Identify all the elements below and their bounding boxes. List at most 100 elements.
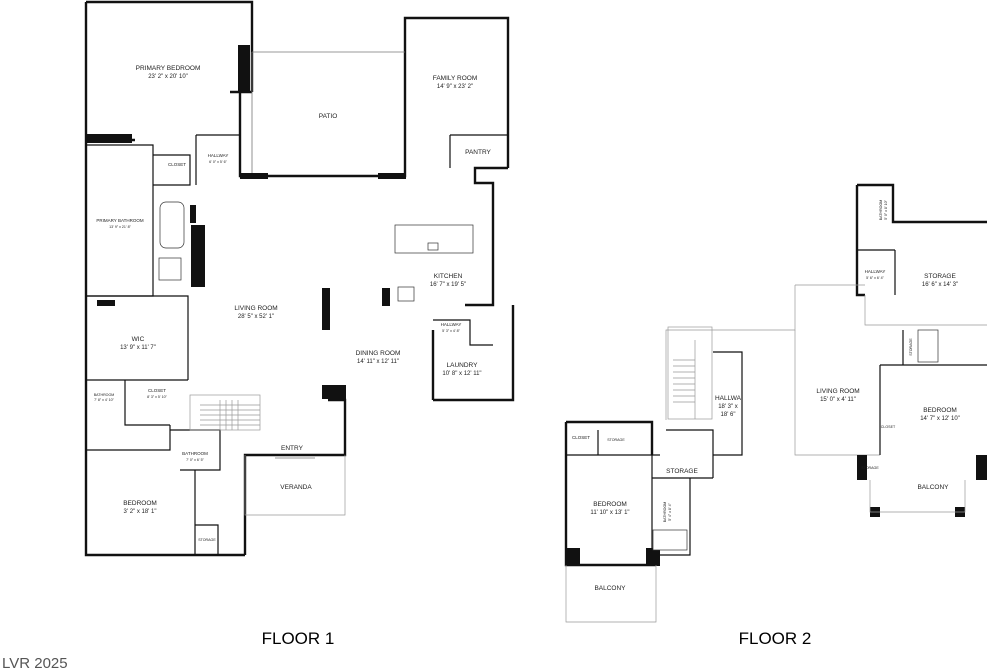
room-primary-bathroom: PRIMARY BATHROOM 13' 9" x 21' 8": [96, 218, 144, 229]
svg-text:PRIMARY BEDROOM: PRIMARY BEDROOM: [136, 65, 201, 72]
svg-text:BATHROOM: BATHROOM: [663, 502, 667, 523]
room-storage: STORAGE: [198, 538, 216, 542]
svg-text:BEDROOM: BEDROOM: [123, 500, 157, 507]
svg-text:15' 0" x 4' 11": 15' 0" x 4' 11": [820, 397, 856, 403]
svg-text:LIVING ROOM: LIVING ROOM: [234, 305, 277, 312]
room-bedroom-left: BEDROOM 11' 10" x 13' 1": [590, 501, 629, 516]
wall: [433, 305, 515, 402]
floor-1-plan: PRIMARY BEDROOM 23' 2" x 20' 10" PATIO F…: [84, 0, 515, 557]
wall-block: [646, 548, 660, 566]
room-bedroom-right: BEDROOM 14' 7" x 12' 10": [920, 407, 960, 422]
wall-block: [378, 173, 406, 179]
svg-text:BEDROOM: BEDROOM: [923, 407, 957, 414]
wall: [864, 295, 987, 326]
room-bathroom-lower: BATHROOM 7' 0" x 6' 5": [182, 451, 208, 462]
svg-text:10' 8" x 12' 11": 10' 8" x 12' 11": [442, 371, 481, 377]
wall: [86, 295, 189, 380]
shower: [158, 257, 182, 281]
svg-text:FAMILY ROOM: FAMILY ROOM: [433, 75, 478, 82]
svg-text:23' 2" x 20' 10": 23' 2" x 20' 10": [148, 74, 188, 80]
column: [382, 288, 390, 306]
room-balcony-right: BALCONY: [917, 484, 949, 491]
room-living-room: LIVING ROOM 28' 5" x 52' 1": [234, 305, 277, 320]
svg-text:14' 9" x 23' 2": 14' 9" x 23' 2": [437, 84, 473, 90]
fireplace: [191, 225, 205, 287]
wall: [651, 455, 691, 556]
wall-block: [240, 173, 268, 179]
column: [322, 288, 330, 330]
wall: [465, 166, 508, 307]
svg-text:LIVING ROOM: LIVING ROOM: [816, 388, 859, 395]
svg-text:8' 3" x 5' 10": 8' 3" x 5' 10": [147, 395, 167, 399]
room-primary-bedroom: PRIMARY BEDROOM 23' 2" x 20' 10": [136, 65, 201, 80]
room-kitchen: KITCHEN 16' 7" x 19' 5": [430, 273, 466, 288]
svg-text:WIC: WIC: [132, 336, 145, 343]
svg-text:18' 3" x: 18' 3" x: [718, 404, 738, 410]
room-storage-right: STORAGE: [861, 466, 879, 470]
svg-text:14' 7" x 12' 10": 14' 7" x 12' 10": [920, 416, 960, 422]
svg-text:HALLWA: HALLWA: [715, 395, 742, 402]
wall-block: [190, 205, 196, 223]
svg-text:5' 3" x 4' 8": 5' 3" x 4' 8": [442, 329, 460, 333]
svg-text:28' 5" x 52' 1": 28' 5" x 52' 1": [238, 314, 274, 320]
svg-text:LAUNDRY: LAUNDRY: [447, 362, 479, 369]
svg-text:PRIMARY BATHROOM: PRIMARY BATHROOM: [96, 218, 144, 223]
svg-text:BATHROOM: BATHROOM: [879, 200, 883, 221]
room-closet-left: CLOSET: [572, 435, 590, 440]
svg-text:5' 6" x 6' 4": 5' 6" x 6' 4": [866, 276, 884, 280]
wall: [794, 330, 880, 456]
svg-text:STORAGE: STORAGE: [924, 273, 956, 280]
wall: [153, 154, 191, 186]
room-laundry: LAUNDRY 10' 8" x 12' 11": [442, 362, 481, 377]
svg-text:5' 0" x 8' 10": 5' 0" x 8' 10": [884, 199, 888, 219]
svg-text:HALLWAY: HALLWAY: [208, 153, 229, 158]
room-wic: WIC 13' 9" x 11' 7": [120, 336, 156, 351]
appliance: [397, 286, 415, 302]
svg-text:BEDROOM: BEDROOM: [593, 501, 627, 508]
room-bedroom: BEDROOM 3' 2" x 18' 1": [123, 500, 157, 515]
wall: [433, 319, 493, 346]
balcony-edge: [869, 480, 966, 513]
room-storage-mid: STORAGE: [666, 468, 698, 475]
svg-text:13' 9" x 11' 7": 13' 9" x 11' 7": [120, 345, 156, 351]
room-bathroom-left: BATHROOM 5' 4" x 8' 4": [663, 502, 672, 523]
room-entry: ENTRY: [281, 445, 304, 452]
svg-text:CLOSET: CLOSET: [148, 388, 166, 393]
bathtub: [652, 529, 688, 551]
svg-text:13' 9" x 21' 8": 13' 9" x 21' 8": [109, 225, 131, 229]
wall-block: [97, 300, 115, 306]
room-hallway-main: HALLWA 18' 3" x 18' 6": [715, 395, 742, 418]
room-closet-right: CLOSET: [881, 425, 896, 429]
svg-text:18' 6": 18' 6": [721, 412, 736, 418]
room-storage-left: STORAGE: [607, 438, 625, 442]
balcony-edge: [565, 565, 657, 623]
wall: [195, 524, 219, 555]
room-hallway-top: HALLWAY 6' 0" x 5' 6": [208, 153, 229, 164]
room-patio: PATIO: [319, 113, 338, 120]
fireplace: [238, 45, 250, 93]
floor-1-label: FLOOR 1: [262, 629, 335, 648]
svg-text:DINING ROOM: DINING ROOM: [356, 350, 401, 357]
room-bathroom-top: BATHROOM 5' 0" x 8' 10": [879, 199, 888, 220]
room-closet-lower: CLOSET 8' 3" x 5' 10": [147, 388, 167, 399]
svg-text:16' 7" x 19' 5": 16' 7" x 19' 5": [430, 282, 466, 288]
svg-text:3' 2" x 18' 1": 3' 2" x 18' 1": [124, 509, 157, 515]
svg-text:KITCHEN: KITCHEN: [434, 273, 463, 280]
room-veranda: VERANDA: [280, 484, 312, 491]
floor-2-label: FLOOR 2: [739, 629, 812, 648]
room-hallway-small: HALLWAY 5' 6" x 6' 4": [865, 269, 886, 280]
wall: [124, 380, 170, 426]
svg-text:7' 8" x 4' 10": 7' 8" x 4' 10": [94, 398, 114, 402]
floor-2-plan: BATHROOM 5' 0" x 8' 10" STORAGE 16' 6" x…: [564, 183, 987, 623]
staircase: [189, 394, 261, 431]
wall: [713, 351, 743, 456]
wall: [566, 420, 654, 455]
svg-text:HALLWAY: HALLWAY: [441, 322, 462, 327]
svg-text:16' 6" x 14' 3": 16' 6" x 14' 3": [922, 282, 958, 288]
wall: [238, 16, 510, 178]
svg-text:11' 10" x 13' 1": 11' 10" x 13' 1": [590, 510, 629, 516]
bathtub: [159, 201, 185, 249]
watermark: LVR 2025: [2, 655, 68, 671]
bathtub: [917, 329, 939, 363]
